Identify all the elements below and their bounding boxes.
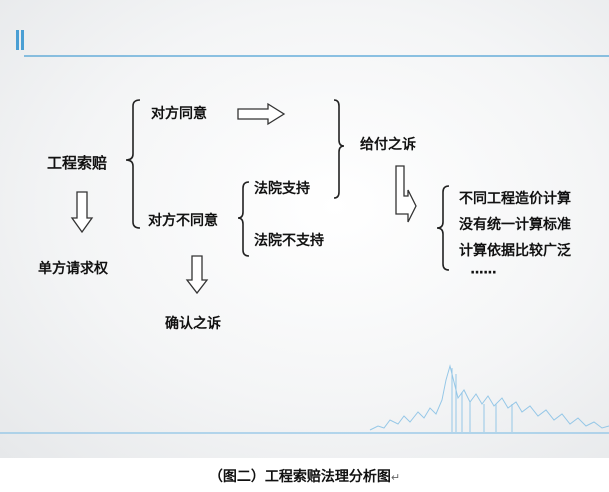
slide-canvas: 工程索赔 单方请求权 对方同意 对方不同意 法院支持 法院不支持 给付之诉 确认… [0,0,609,458]
court-support-label: 法院支持 [254,181,310,197]
caption-text: （图二）工程索赔法理分析图 [208,469,391,485]
reason-item: 计算依据比较广泛 [459,243,571,259]
arrow-down-disagree [185,255,209,295]
arrow-bent-payment [395,165,417,223]
diagram-graphics [0,30,609,434]
bracket-main [125,99,141,229]
return-mark: ↵ [390,471,401,484]
reason-item: 没有统一计算标准 [459,217,571,233]
accent-bar-right [21,30,24,50]
court-not-support-label: 法院不支持 [254,233,324,249]
unilateral-right-label: 单方请求权 [38,261,108,277]
bracket-court [237,181,250,257]
arrow-down-root [70,191,94,234]
skyline-decoration [369,364,609,432]
reason-ellipsis: ······ [470,265,497,281]
arrow-right-agree [237,102,286,126]
bracket-payment [333,99,345,199]
confirm-suit-label: 确认之诉 [165,316,221,332]
agree-branch-label: 对方同意 [151,106,207,122]
root-claim-label: 工程索赔 [47,154,108,172]
payment-suit-label: 给付之诉 [360,137,416,153]
figure-caption: （图二）工程索赔法理分析图↵ [0,466,609,486]
bracket-reasons [436,185,450,271]
reason-item: 不同工程造价计算 [459,191,571,207]
accent-bar-left [16,30,19,50]
disagree-branch-label: 对方不同意 [148,213,218,229]
